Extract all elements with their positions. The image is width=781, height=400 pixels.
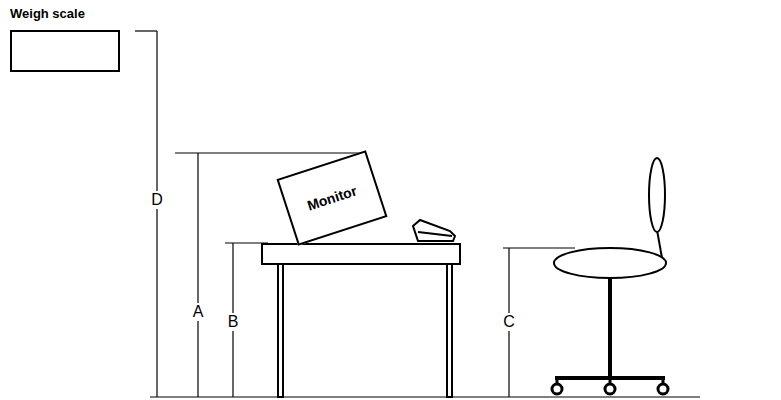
chair-wheel <box>552 384 562 394</box>
dimension-letter: A <box>191 303 206 321</box>
dimension-line <box>156 31 157 397</box>
chair-back <box>649 158 665 232</box>
desk-leg <box>447 264 452 397</box>
weigh-scale: Weigh scale <box>10 6 120 72</box>
dimension-letter: B <box>226 313 241 331</box>
dimension-line <box>135 30 157 31</box>
desk-top <box>262 244 460 264</box>
desk-leg <box>278 264 283 397</box>
dimension-letter: D <box>149 191 165 209</box>
keyboard-edge <box>418 232 452 236</box>
keyboard <box>413 220 455 241</box>
dimension-line <box>503 247 575 248</box>
monitor-label: Monitor <box>305 182 359 213</box>
chair-seat <box>554 248 666 278</box>
chair-post <box>608 278 612 378</box>
monitor-box: Monitor <box>276 150 387 246</box>
chair-wheel <box>658 384 668 394</box>
scale-box <box>10 30 120 72</box>
dimension-letter: C <box>501 313 517 331</box>
chair-wheel <box>605 384 615 394</box>
chair-back-post <box>657 230 662 258</box>
dimension-line <box>175 152 366 153</box>
dimension-line <box>197 153 198 397</box>
scale-heading: Weigh scale <box>10 6 120 22</box>
